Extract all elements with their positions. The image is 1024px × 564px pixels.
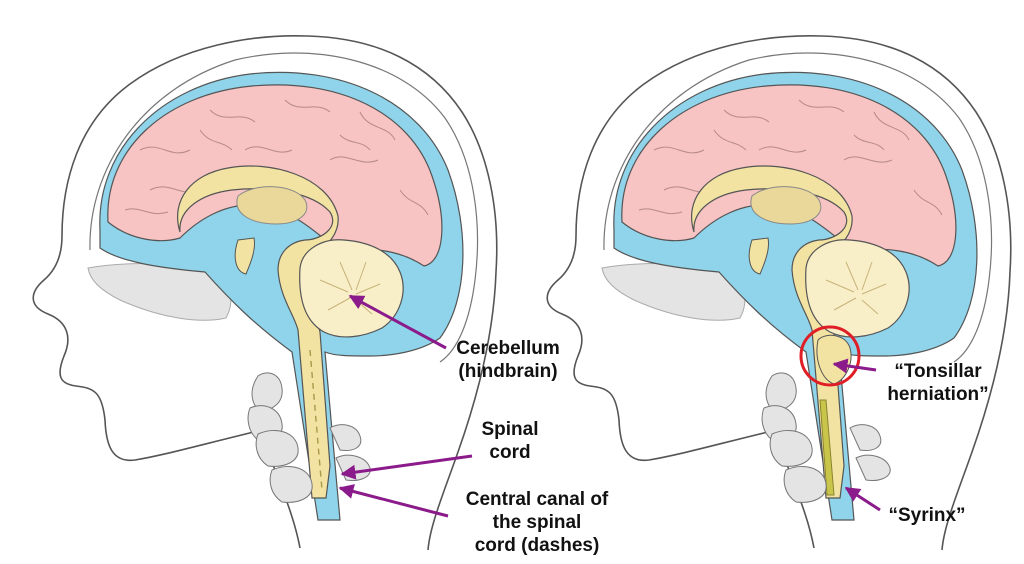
right-vertebrae [761,372,891,503]
label-spinal-cord: Spinal cord [465,418,555,464]
label-central-canal-line1: Central canal of [465,489,609,510]
arrow-cerebellum [348,294,447,350]
arrow-central-canal [338,484,449,518]
label-central-canal: Central canal of the spinal cord (dashes… [437,488,637,557]
left-pons [234,237,255,275]
right-gyri [638,99,943,216]
label-syrinx: “Syrinx” [872,504,982,527]
label-herniation-line1: “Tonsillar [894,361,982,382]
annotation-arrows [338,294,881,518]
right-thalamus [750,186,822,225]
right-skull-inner [603,52,993,363]
left-cerebellum-folia [319,261,381,315]
arrow-spinal-cord [340,454,473,480]
left-skull-inner [89,52,479,363]
left-gyri [124,99,429,216]
arrow-herniation [832,358,877,374]
label-cerebellum-line2: (hindbrain) [458,361,558,382]
right-head-chiari [546,34,1012,551]
label-cerebellum-line1: Cerebellum [456,338,560,359]
left-central-canal [309,349,323,491]
right-cerebellum-folia [825,261,887,315]
right-syrinx [819,399,835,496]
herniation-highlight-circle [799,325,861,387]
left-thalamus [236,186,308,225]
right-pons [748,237,769,275]
label-syrinx-line1: “Syrinx” [888,505,966,526]
label-central-canal-line3: cord (dashes) [474,535,600,556]
label-spinal-cord-line1: Spinal [481,419,539,440]
label-central-canal-line2: the spinal [492,512,582,533]
label-cerebellum: Cerebellum (hindbrain) [438,337,578,383]
left-head-normal [32,34,498,551]
label-herniation-line2: herniation” [887,384,989,405]
arrow-syrinx [844,486,881,512]
label-tonsillar-herniation: “Tonsillar herniation” [868,360,1008,406]
label-spinal-cord-line2: cord [489,442,531,463]
